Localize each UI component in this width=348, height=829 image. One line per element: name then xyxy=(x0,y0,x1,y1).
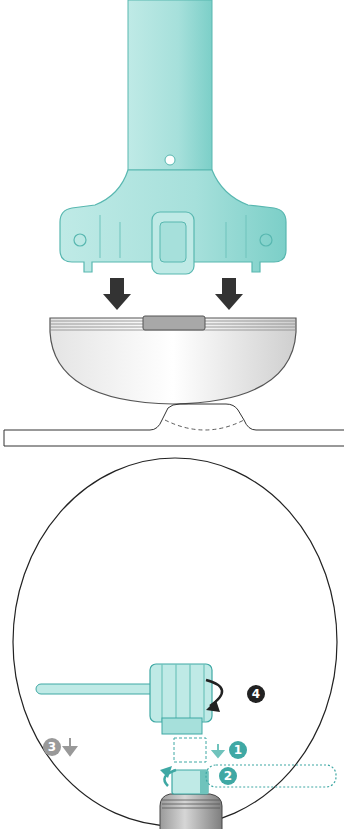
callout-number: 3 xyxy=(43,738,61,756)
callout-number: 1 xyxy=(229,741,247,759)
callout-number: 2 xyxy=(219,767,237,785)
callout-number: 4 xyxy=(247,685,265,703)
